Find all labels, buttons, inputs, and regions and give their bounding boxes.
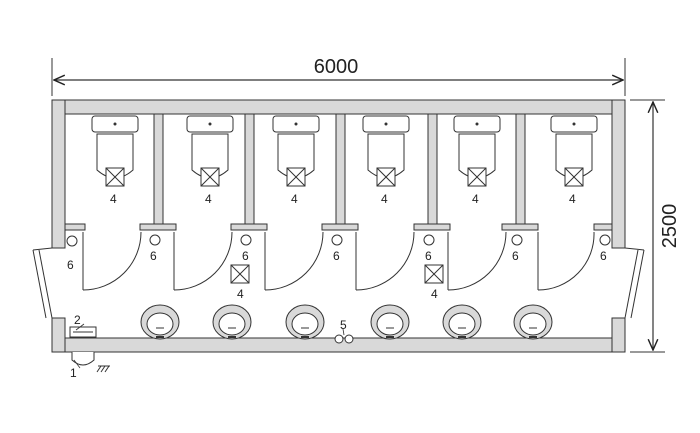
tap-icon [334,334,344,344]
sink-icon [442,304,482,340]
water-connection [71,352,110,373]
toilets [91,115,598,187]
depth-dimension: 2500 [630,99,681,353]
sink-icon [212,304,252,340]
door-label-4: 6 [425,249,432,263]
corridor-drains [230,264,444,284]
stall-door-4[interactable] [355,231,415,291]
tap-label: 5 [340,318,347,332]
drain-icon [424,264,444,284]
handle-icon [423,234,435,246]
toilet-icon [186,115,234,187]
tap-fixture [334,334,354,344]
sink-icon [370,304,410,340]
toilet-label-3: 4 [291,192,298,206]
toilet-label-2: 4 [205,192,212,206]
width-dimension-label: 6000 [314,56,359,78]
connection-label: 1 [70,366,77,380]
door-label-1: 6 [150,249,157,263]
toilet-icon [272,115,320,187]
labels: 4 4 4 4 4 4 6 6 6 6 6 6 6 4 4 5 2 1 [67,192,607,380]
tap-icon [344,334,354,344]
stall-doors [82,231,595,291]
handle-icon [331,234,343,246]
toilet-icon [91,115,139,187]
toilet-label-4: 4 [381,192,388,206]
handle-icon [149,234,161,246]
sink-icon [513,304,553,340]
toilet-label-5: 4 [472,192,479,206]
handle-icon [599,234,611,246]
drain-label-1: 4 [237,287,244,301]
toilet-icon [550,115,598,187]
width-dimension: 6000 [51,56,626,96]
handle-icon [511,234,523,246]
door-label-6: 6 [600,249,607,263]
sink-icon [285,304,325,340]
outer-walls [51,99,626,353]
cabinet [69,326,97,338]
sinks [140,304,553,340]
sink-icon [140,304,180,340]
door-label-3: 6 [333,249,340,263]
toilet-label-1: 4 [110,192,117,206]
leader-lines [73,323,345,369]
entrance-door-right[interactable] [624,247,645,319]
door-label-entrance: 6 [67,258,74,272]
door-label-5: 6 [512,249,519,263]
entrance-door-left[interactable] [32,247,53,319]
cabinet-label: 2 [74,313,81,327]
stall-door-6[interactable] [537,231,595,291]
toilet-label-6: 4 [569,192,576,206]
stall-door-5[interactable] [447,231,507,291]
door-label-2: 6 [242,249,249,263]
drain-label-2: 4 [431,287,438,301]
handle-icon [240,234,252,246]
toilet-icon [362,115,410,187]
stall-door-2[interactable] [173,231,233,291]
toilet-icon [453,115,501,187]
handle-icon [66,235,78,247]
stall-door-1[interactable] [82,231,142,291]
stall-door-3[interactable] [264,231,324,291]
door-handles [66,234,611,247]
depth-dimension-label: 2500 [659,204,681,249]
drain-icon [230,264,250,284]
stall-front-wall [64,223,613,231]
